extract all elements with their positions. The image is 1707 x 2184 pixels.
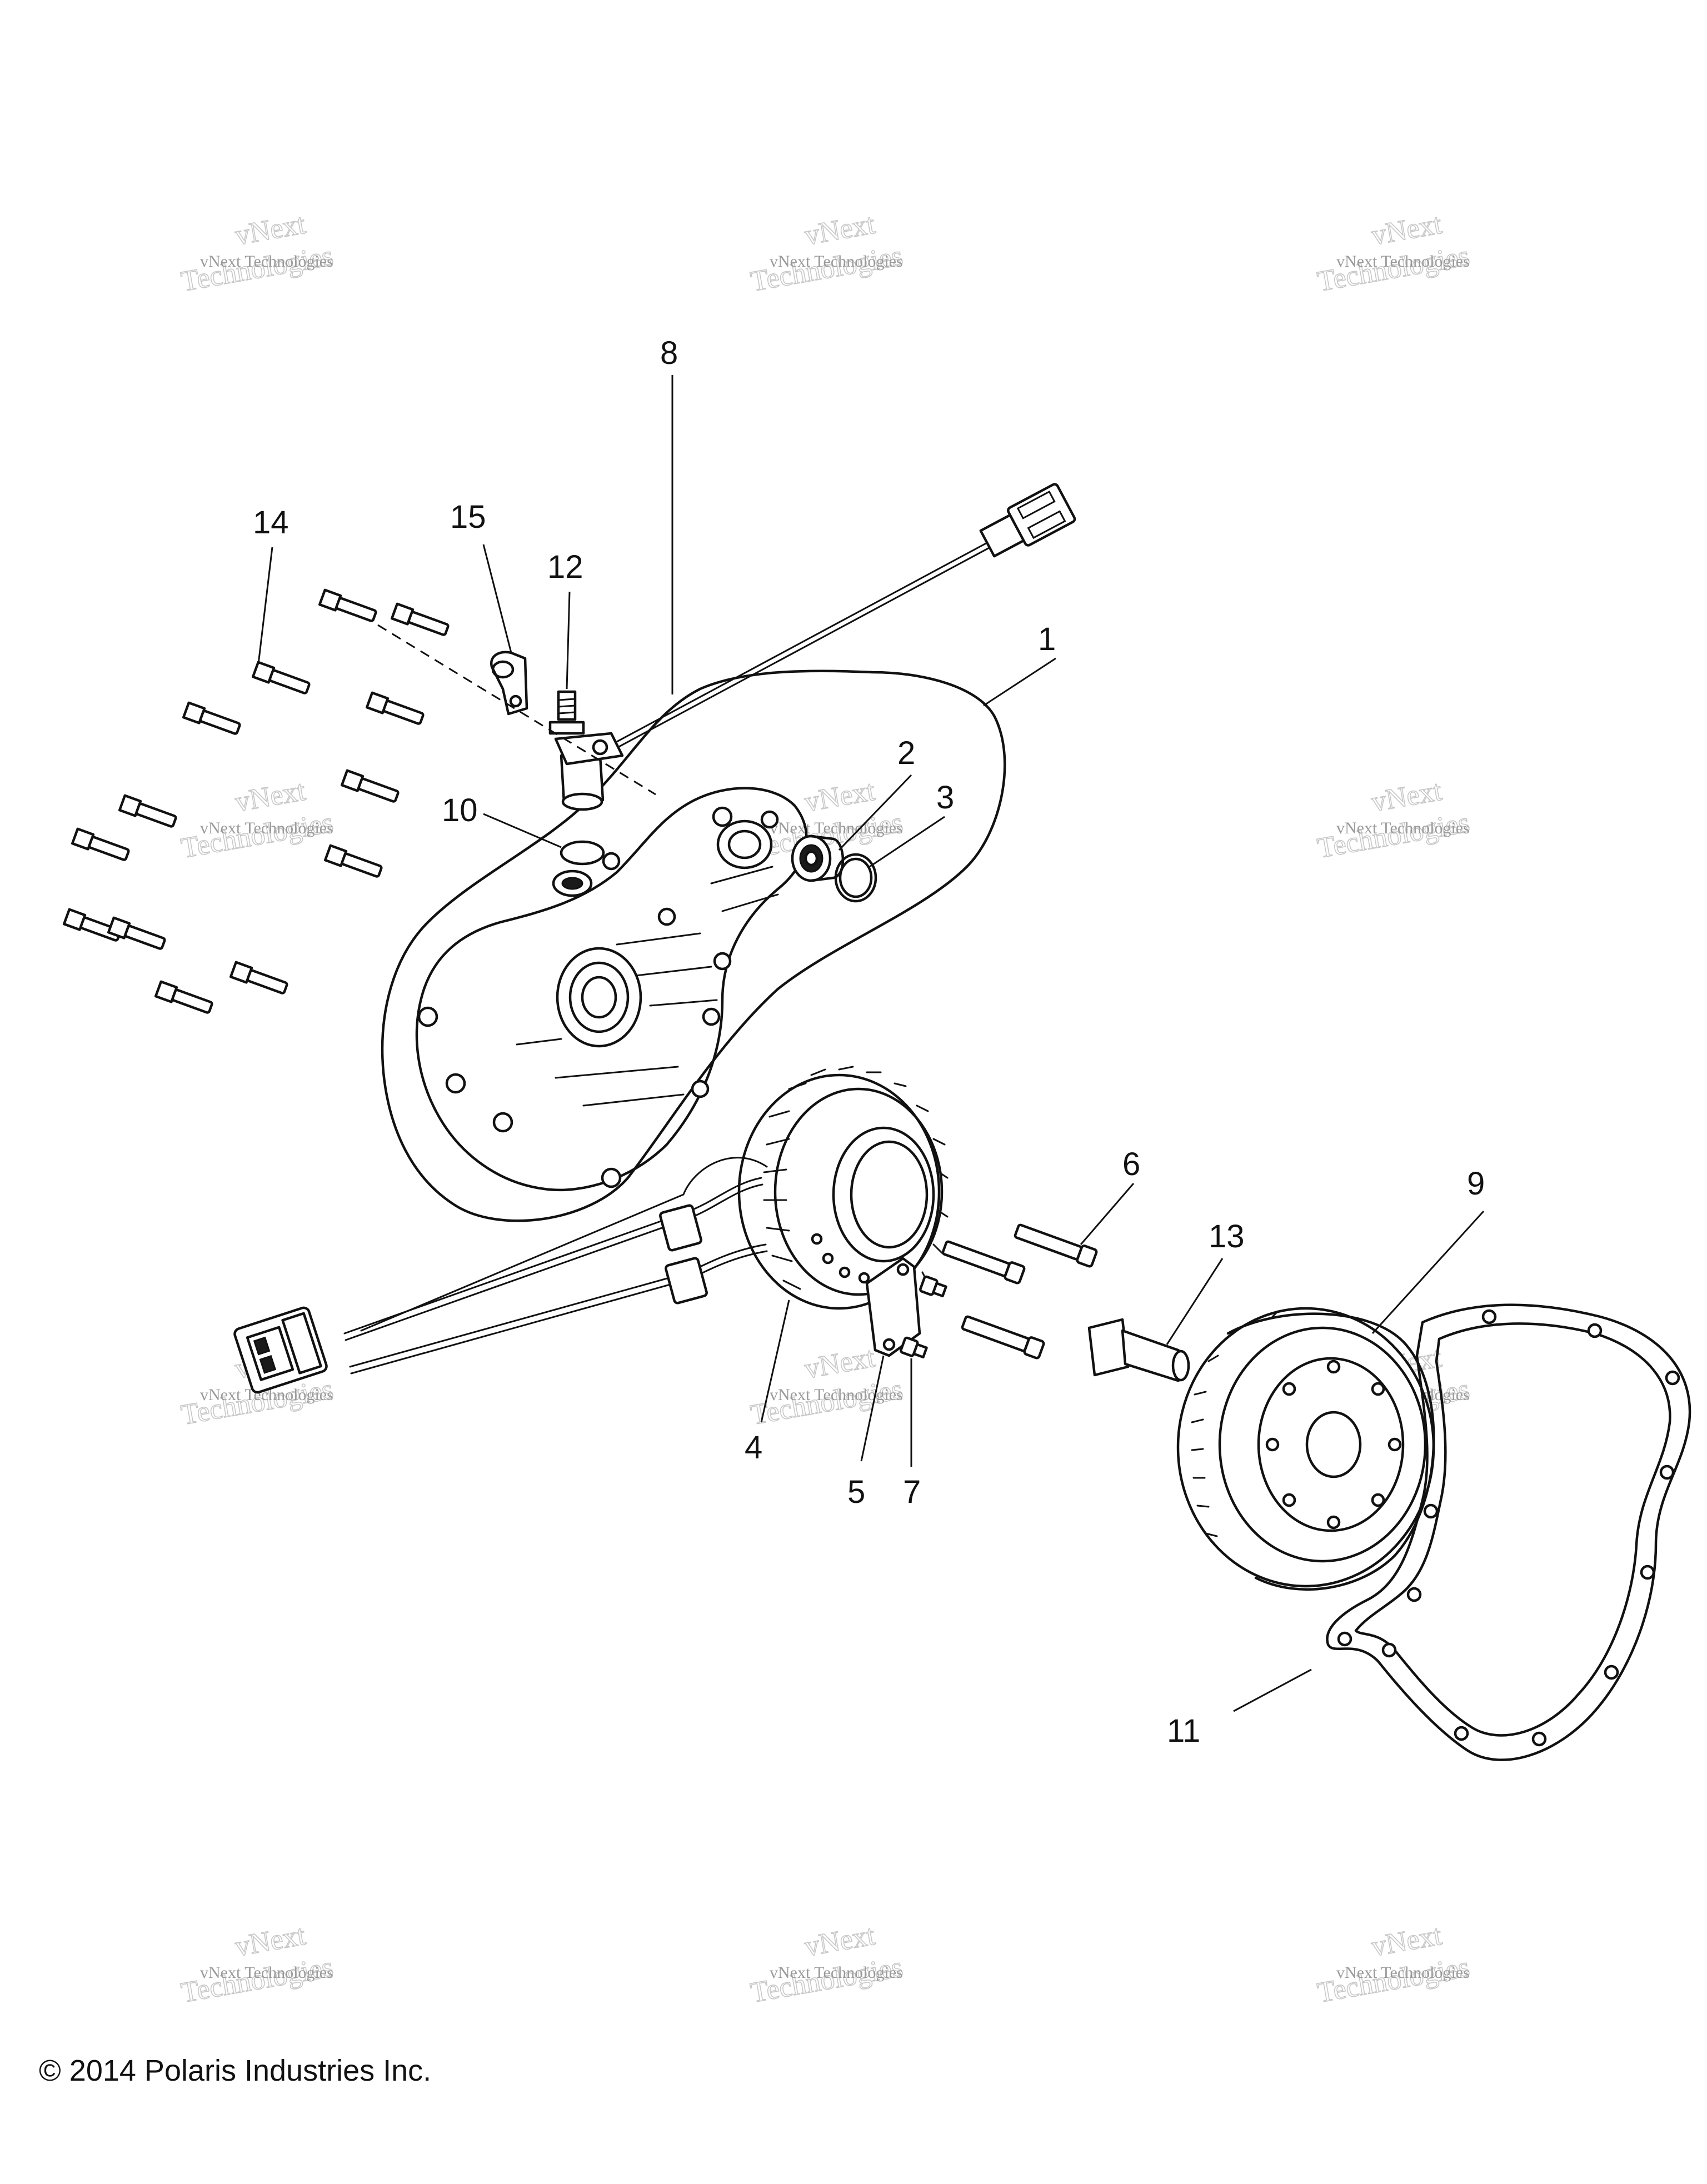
callout-3: 3 — [936, 779, 954, 816]
assembly-line — [377, 624, 656, 796]
svg-text:vNext: vNext — [1369, 208, 1445, 252]
callouts: 1 2 3 4 5 6 7 8 9 10 11 12 13 14 15 — [253, 335, 1485, 1749]
svg-text:vNext: vNext — [802, 1342, 878, 1385]
watermark: vNext Technologies vNext Technologies — [748, 1919, 906, 2010]
part-3-snap-ring — [834, 853, 877, 903]
watermark: vNext Technologies vNext Technologies — [748, 208, 906, 298]
svg-text:vNext: vNext — [233, 1920, 308, 1963]
part-5-retainer-plate — [865, 1257, 921, 1357]
watermark: vNext Technologies vNext Technologies — [1315, 208, 1473, 298]
callout-13: 13 — [1209, 1218, 1245, 1255]
svg-text:vNext: vNext — [802, 775, 878, 818]
part-9-flywheel — [1176, 1307, 1435, 1591]
watermark: vNext Technologies vNext Technologies — [1315, 774, 1473, 865]
part-12-bolt — [548, 690, 585, 735]
part-8-crank-sensor — [554, 483, 1076, 811]
callout-4: 4 — [745, 1430, 762, 1466]
part-15-clamp — [490, 651, 528, 716]
callout-14: 14 — [253, 504, 289, 541]
svg-text:vNext Technologies: vNext Technologies — [1336, 1963, 1470, 1982]
callout-8: 8 — [660, 335, 678, 371]
svg-text:vNext: vNext — [1369, 1920, 1445, 1963]
part-4-stator — [233, 1066, 949, 1394]
part-11-gasket — [1326, 1303, 1691, 1761]
svg-text:vNext Technologies: vNext Technologies — [770, 1386, 903, 1404]
copyright-notice: © 2014 Polaris Industries Inc. — [39, 2054, 431, 2087]
svg-text:vNext Technologies: vNext Technologies — [200, 819, 333, 837]
watermark: vNext Technologies vNext Technologies — [178, 774, 336, 865]
svg-text:vNext Technologies: vNext Technologies — [1336, 819, 1470, 837]
callout-5: 5 — [847, 1474, 865, 1510]
svg-text:vNext Technologies: vNext Technologies — [200, 1963, 333, 1982]
watermark: vNext Technologies vNext Technologies — [1315, 1919, 1473, 2010]
callout-9: 9 — [1467, 1166, 1485, 1202]
part-7-screws — [900, 1275, 947, 1359]
part-14-bolts — [62, 588, 450, 1014]
part-1-stator-cover — [381, 669, 1006, 1222]
part-6-bolts — [941, 1223, 1098, 1360]
callout-1: 1 — [1038, 621, 1056, 657]
callout-12: 12 — [547, 549, 583, 585]
watermark: vNext Technologies vNext Technologies — [178, 208, 336, 298]
part-2-bearing — [791, 834, 845, 882]
callout-15: 15 — [450, 499, 486, 535]
callout-11: 11 — [1167, 1713, 1200, 1749]
leader-lines — [257, 375, 1485, 1712]
svg-text:vNext Technologies: vNext Technologies — [770, 252, 903, 271]
svg-text:vNext: vNext — [233, 775, 308, 818]
watermark: vNext Technologies vNext Technologies — [178, 1919, 336, 2010]
part-13-flywheel-bolt — [1087, 1318, 1190, 1382]
callout-7: 7 — [903, 1474, 921, 1510]
svg-text:vNext: vNext — [1369, 775, 1445, 818]
svg-text:vNext: vNext — [802, 208, 878, 252]
svg-text:vNext Technologies: vNext Technologies — [200, 252, 333, 271]
svg-text:vNext Technologies: vNext Technologies — [770, 1963, 903, 1982]
callout-10: 10 — [442, 792, 478, 828]
svg-text:vNext Technologies: vNext Technologies — [1336, 252, 1470, 271]
svg-text:vNext: vNext — [233, 208, 308, 252]
callout-2: 2 — [897, 735, 915, 771]
callout-6: 6 — [1122, 1146, 1140, 1182]
svg-text:vNext Technologies: vNext Technologies — [770, 819, 903, 837]
svg-text:vNext: vNext — [802, 1920, 878, 1963]
part-10-o-ring — [560, 840, 605, 866]
